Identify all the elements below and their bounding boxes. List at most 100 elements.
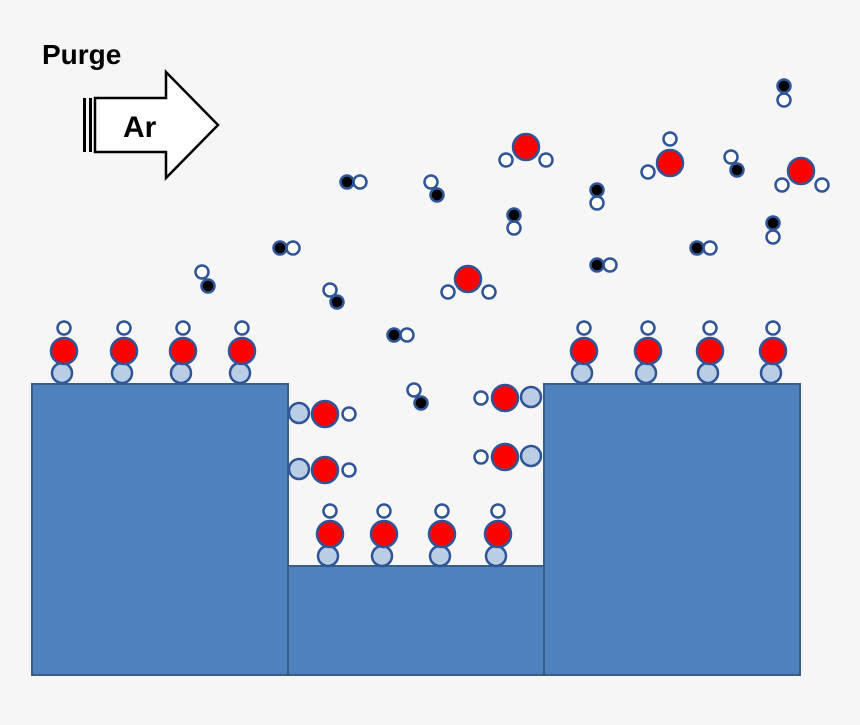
surface-hydroxyl-group bbox=[569, 320, 599, 385]
byproduct-molecule bbox=[506, 207, 522, 236]
oxygen-atom bbox=[315, 519, 345, 549]
byproduct-molecule bbox=[322, 282, 345, 310]
byproduct-atom bbox=[776, 78, 792, 94]
gas-label: Ar bbox=[123, 111, 157, 144]
surface-atom bbox=[287, 457, 311, 481]
byproduct-atom bbox=[729, 162, 745, 178]
byproduct-atom bbox=[506, 207, 522, 223]
byproduct-atom bbox=[329, 294, 345, 310]
hydrogen-atom bbox=[765, 229, 781, 245]
byproduct-atom bbox=[689, 240, 705, 256]
surface-atom bbox=[570, 361, 594, 385]
hydrogen-atom bbox=[662, 131, 678, 147]
surface-atom bbox=[484, 544, 508, 568]
hydrogen-atom bbox=[473, 449, 489, 465]
oxygen-atom bbox=[786, 156, 816, 186]
surface-hydroxyl-group bbox=[49, 320, 79, 385]
oxygen-atom bbox=[655, 148, 685, 178]
oxygen-atom bbox=[490, 442, 520, 472]
hydrogen-atom bbox=[702, 320, 718, 336]
arrow-tail-line-2 bbox=[89, 98, 92, 152]
byproduct-molecule bbox=[589, 257, 618, 273]
oxygen-atom bbox=[310, 455, 340, 485]
hydrogen-atom bbox=[175, 320, 191, 336]
oxygen-atom bbox=[227, 336, 257, 366]
surface-atom bbox=[228, 361, 252, 385]
surface-atom bbox=[428, 544, 452, 568]
surface-hydroxyl-group bbox=[168, 320, 198, 385]
oxygen-atom bbox=[569, 336, 599, 366]
surface-atom bbox=[759, 361, 783, 385]
oxygen-atom bbox=[758, 336, 788, 366]
hydrogen-atom bbox=[285, 240, 301, 256]
arrow-tail-line-1 bbox=[83, 98, 86, 152]
hydrogen-atom bbox=[640, 320, 656, 336]
oxygen-atom bbox=[453, 264, 483, 294]
water-molecule bbox=[640, 131, 685, 180]
oxygen-atom bbox=[49, 336, 79, 366]
hydrogen-atom bbox=[322, 282, 338, 298]
surface-atom bbox=[110, 361, 134, 385]
hydrogen-atom bbox=[776, 92, 792, 108]
byproduct-atom bbox=[200, 278, 216, 294]
byproduct-molecule bbox=[689, 240, 718, 256]
hydrogen-atom bbox=[774, 177, 790, 193]
surface-hydroxyl-group bbox=[695, 320, 725, 385]
oxygen-atom bbox=[369, 519, 399, 549]
oxygen-atom bbox=[483, 519, 513, 549]
oxygen-atom bbox=[427, 519, 457, 549]
surface-atom bbox=[287, 401, 311, 425]
byproduct-atom bbox=[339, 174, 355, 190]
hydrogen-atom bbox=[399, 327, 415, 343]
byproduct-molecule bbox=[423, 174, 445, 203]
surface-hydroxyl-group bbox=[227, 320, 257, 385]
hydrogen-atom bbox=[481, 284, 497, 300]
surface-atom bbox=[370, 544, 394, 568]
surface-hydroxyl-group bbox=[369, 503, 399, 568]
hydrogen-atom bbox=[589, 195, 605, 211]
hydrogen-atom bbox=[498, 152, 514, 168]
hydrogen-atom bbox=[576, 320, 592, 336]
surface-hydroxyl-group bbox=[758, 320, 788, 385]
hydrogen-atom bbox=[234, 320, 250, 336]
hydrogen-atom bbox=[538, 152, 554, 168]
byproduct-atom bbox=[589, 257, 605, 273]
surface-atom bbox=[696, 361, 720, 385]
purge-arrow: Ar bbox=[83, 68, 220, 182]
byproduct-molecule bbox=[776, 78, 792, 108]
surface-atom bbox=[519, 444, 543, 468]
hydrogen-atom bbox=[194, 264, 210, 280]
byproduct-molecule bbox=[406, 382, 429, 411]
hydrogen-atom bbox=[490, 503, 506, 519]
hydrogen-atom bbox=[406, 382, 422, 398]
hydrogen-atom bbox=[640, 164, 656, 180]
surface-hydroxyl-group bbox=[109, 320, 139, 385]
hydrogen-atom bbox=[56, 320, 72, 336]
surface-atom bbox=[316, 544, 340, 568]
hydrogen-atom bbox=[376, 503, 392, 519]
oxygen-atom bbox=[490, 383, 520, 413]
water-molecule bbox=[774, 156, 830, 193]
surface-hydroxyl-group bbox=[315, 503, 345, 568]
substrate-trench-floor bbox=[287, 565, 545, 676]
surface-hydroxyl-group bbox=[633, 320, 663, 385]
water-molecule bbox=[498, 132, 554, 168]
hydrogen-atom bbox=[352, 174, 368, 190]
hydrogen-atom bbox=[440, 284, 456, 300]
byproduct-molecule bbox=[765, 215, 781, 245]
surface-atom bbox=[50, 361, 74, 385]
oxygen-atom bbox=[695, 336, 725, 366]
substrate-right-pillar bbox=[543, 383, 801, 676]
hydrogen-atom bbox=[723, 149, 739, 165]
surface-atom bbox=[634, 361, 658, 385]
hydrogen-atom bbox=[506, 220, 522, 236]
hydrogen-atom bbox=[602, 257, 618, 273]
surface-hydroxyl-group bbox=[427, 503, 457, 568]
surface-hydroxyl-group bbox=[287, 399, 357, 429]
hydrogen-atom bbox=[322, 503, 338, 519]
oxygen-atom bbox=[109, 336, 139, 366]
hydrogen-atom bbox=[702, 240, 718, 256]
byproduct-molecule bbox=[194, 264, 216, 294]
